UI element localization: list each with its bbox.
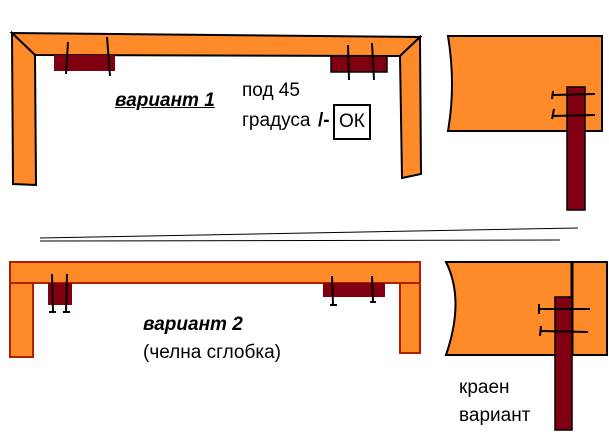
detail-bottom	[444, 261, 608, 431]
screws-v2	[49, 273, 376, 313]
variant2-note: (челна сглобка)	[143, 342, 281, 363]
variant2-label: вариант 2	[143, 314, 243, 335]
final-label-line2: вариант	[459, 405, 531, 426]
frame2-top-rail	[9, 261, 421, 284]
slash-dash: /-	[318, 110, 330, 131]
frame2-left-leg	[9, 282, 34, 358]
variant1-note-line2: градуса	[242, 110, 311, 131]
frame2-right-leg	[399, 282, 421, 354]
block2-right	[323, 283, 385, 297]
screws-v1	[65, 36, 375, 81]
frame-left-leg	[10, 30, 38, 187]
final-label-line1: краен	[459, 377, 510, 398]
separator-line	[39, 227, 579, 239]
block-right	[330, 55, 388, 73]
ok-box: ОК	[333, 104, 371, 140]
variant1-note-line1: под 45	[242, 80, 300, 101]
separator-line	[39, 239, 561, 242]
frame-top-rail	[9, 31, 423, 58]
screws-detail-top	[551, 90, 596, 120]
block-left	[54, 55, 115, 71]
frame-right-leg	[398, 34, 423, 180]
screws-detail-bottom	[538, 304, 590, 337]
variant1-frame	[9, 30, 423, 187]
detail-top	[446, 35, 603, 211]
detail-bottom-block	[554, 296, 573, 431]
variant1-label: вариант 1	[115, 90, 215, 111]
detail-top-block	[566, 86, 586, 211]
variant2-frame	[9, 261, 421, 358]
